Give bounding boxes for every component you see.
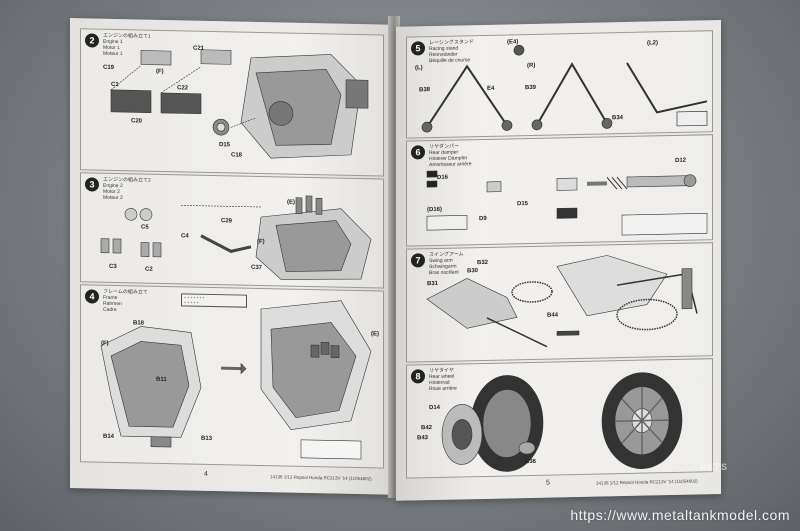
part-label: C1 <box>111 81 119 89</box>
part-label: C18 <box>231 152 243 159</box>
part-label: (L2) <box>647 40 658 47</box>
step-7-panel: 7 スイングアーム Swing arm Schwingarm Bras osci… <box>406 242 713 363</box>
part-label: B42 <box>421 425 433 432</box>
part-label: (E4) <box>507 39 519 46</box>
tool-note: + + + + + + ++ + + + + <box>181 293 247 308</box>
step-number-badge: 3 <box>85 177 99 192</box>
part-label: B13 <box>201 435 213 442</box>
step-8-diagram <box>441 372 683 472</box>
part-label: E4 <box>487 85 495 92</box>
step-5-panel: 5 レーシングスタンド Racing stand Rennständer Béq… <box>406 30 713 139</box>
step-2-panel: 2 エンジンの組み立て1 Engine 1 Motor 1 Moteur 1 C… <box>80 28 384 177</box>
part-label: (F) <box>257 238 265 246</box>
instruction-page-right: 5 レーシングスタンド Racing stand Rennständer Béq… <box>396 20 721 501</box>
part-label: C2 <box>145 266 153 273</box>
page-number: 4 <box>204 470 208 478</box>
part-label: (R) <box>527 62 536 70</box>
part-label: (F) <box>101 340 109 347</box>
step-title: レーシングスタンド Racing stand Rennständer Béqui… <box>429 39 474 65</box>
step-title: エンジンの組み立て2 Engine 2 Motor 2 Moteur 2 <box>103 176 151 202</box>
part-label: C3 <box>109 263 117 270</box>
part-label: D12 <box>675 157 687 164</box>
part-label: D9 <box>479 215 487 223</box>
part-label: B30 <box>467 268 479 275</box>
step-3-diagram <box>100 195 372 280</box>
part-label: B39 <box>525 84 537 92</box>
part-label: (L) <box>415 65 423 72</box>
part-label: B43 <box>417 435 429 442</box>
part-label: C5 <box>141 224 149 231</box>
step-2-diagram <box>110 49 369 159</box>
instruction-page-left: 2 エンジンの組み立て1 Engine 1 Motor 1 Moteur 1 C… <box>70 18 392 495</box>
part-label: C36 <box>525 458 537 466</box>
part-label: C37 <box>251 264 263 272</box>
step-title: エンジンの組み立て1 Engine 1 Motor 1 Moteur 1 <box>103 32 151 58</box>
step-number-badge: 2 <box>85 33 99 48</box>
page-number: 5 <box>546 479 550 487</box>
step-number-badge: 4 <box>85 289 99 304</box>
step-6-panel: 6 リヤダンパー Rear damper Hinterer Dämpfer Am… <box>406 134 713 247</box>
step-4-diagram <box>100 300 372 460</box>
part-label: (E) <box>287 199 295 206</box>
page-footer: 14136 1/12 Repsol Honda RC213V '14 (1105… <box>596 478 698 486</box>
part-label: C22 <box>177 85 189 92</box>
part-label: (E) <box>371 331 379 338</box>
page-footer: 14136 1/12 Repsol Honda RC213V '14 (1105… <box>270 474 372 482</box>
step-8-panel: 8 リヤタイヤ Rear wheel Hinterrad Roue arrièr… <box>406 358 713 479</box>
part-label: C20 <box>131 118 143 125</box>
watermark-url: https://www.metaltankmodel.com <box>570 507 790 523</box>
step-4-panel: 4 フレームの組み立て Frame Rahmen Cadre + + + + +… <box>80 284 384 469</box>
step-title: リヤダンパー Rear damper Hinterer Dämpfer Amor… <box>429 143 472 169</box>
part-label: D14 <box>429 404 441 412</box>
part-label: D15 <box>517 201 529 208</box>
step-5-diagram <box>421 44 708 133</box>
part-label: B34 <box>612 115 624 122</box>
part-label: C29 <box>221 218 233 225</box>
part-label: B44 <box>547 312 559 319</box>
part-label: D15 <box>219 142 231 149</box>
part-label: D16 <box>437 174 449 181</box>
step-title: フレームの組み立て Frame Rahmen Cadre <box>103 288 148 313</box>
step-6-diagram <box>426 170 708 236</box>
part-label: C21 <box>193 45 205 52</box>
part-label: B38 <box>419 87 431 94</box>
step-title: スイングアーム Swing arm Schwingarm Bras oscill… <box>429 251 464 277</box>
part-label: B32 <box>477 259 489 267</box>
step-title: リヤタイヤ Rear wheel Hinterrad Roue arrière <box>429 367 457 393</box>
part-label: (F) <box>156 68 164 75</box>
part-label: C4 <box>181 233 189 240</box>
step-7-diagram <box>426 255 698 348</box>
part-label: B18 <box>133 320 145 327</box>
part-label: C19 <box>103 64 115 71</box>
part-label: B14 <box>103 433 115 440</box>
part-label: B31 <box>427 280 439 288</box>
step-3-panel: 3 エンジンの組み立て2 Engine 2 Motor 2 Moteur 2 C… <box>80 172 384 289</box>
part-label: B11 <box>156 376 167 384</box>
part-label: (D16) <box>427 206 443 214</box>
watermark-logo: NETS <box>700 462 729 472</box>
